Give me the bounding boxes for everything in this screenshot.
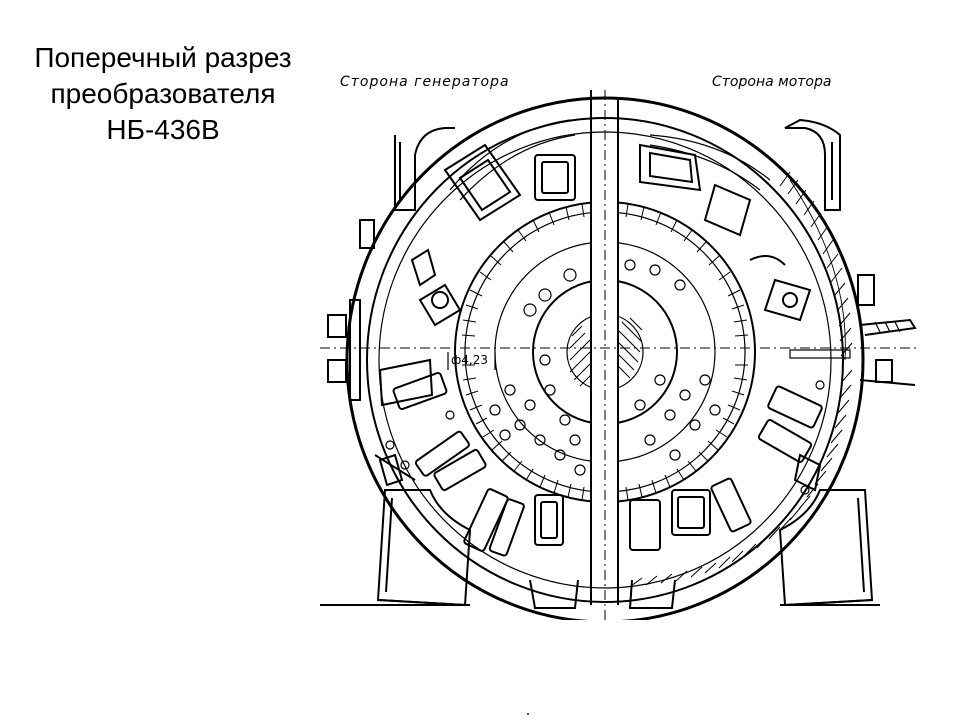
half-split	[590, 90, 619, 605]
motor-poles	[629, 134, 851, 551]
top-lugs	[394, 118, 841, 211]
title-line-3: НБ-436В	[106, 114, 220, 145]
motor-side-label: Сторона мотора	[712, 74, 831, 90]
base-feet	[320, 489, 880, 609]
converter-cross-section-drawing: Сторона генератора Сторона мотора	[320, 74, 920, 620]
generator-poles	[374, 119, 576, 557]
title-line-2: преобразователя	[50, 78, 276, 109]
title-line-1: Поперечный разрез	[34, 42, 292, 73]
slide-title: Поперечный разрез преобразователя НБ-436…	[8, 40, 318, 148]
stray-dot	[527, 713, 529, 715]
motor-armature	[618, 201, 756, 503]
side-terminals	[327, 219, 917, 401]
dimension-label: ф4,23	[451, 353, 488, 367]
dimension-note: ф4,23	[447, 352, 496, 370]
generator-side-label: Сторона генератора	[340, 74, 510, 90]
